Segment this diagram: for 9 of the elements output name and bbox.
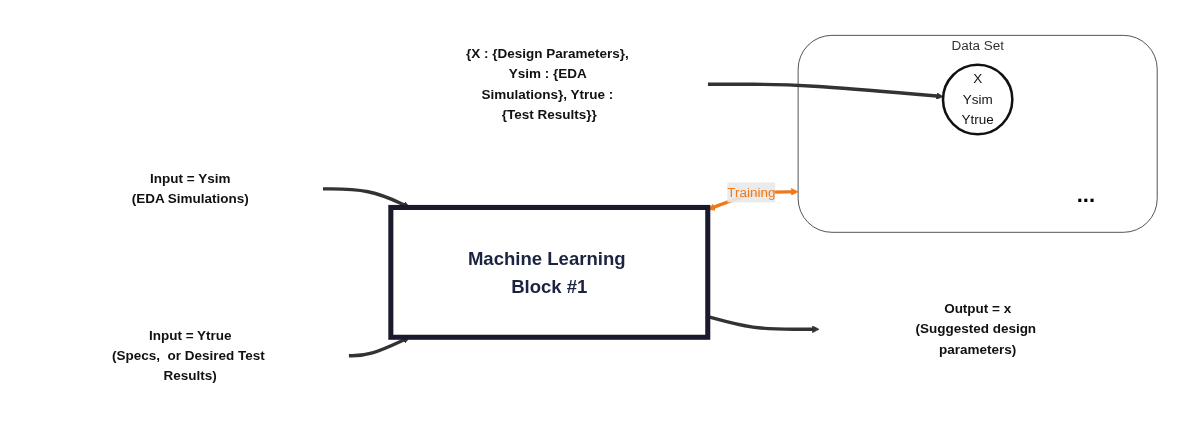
node-text: Input = Ysim (EDA Simulations) [131,171,249,206]
node-text: Input = Ytrue (Specs, or Desired Test Results) [111,327,265,383]
edge-label: Training [726,184,775,200]
ellipsis-label: ... [1076,182,1096,209]
node-text: {X : {Design Parameters}, Ysim : {EDA Simulations}, Ytrue : {Test Results}} [465,46,629,122]
node-text: Output = x (Suggested design parameters) [914,301,1036,357]
node-box: Machine Learning Block #1 [387,204,710,340]
node-circle: X Ysim Ytrue [941,63,1014,136]
arrow [707,82,943,100]
